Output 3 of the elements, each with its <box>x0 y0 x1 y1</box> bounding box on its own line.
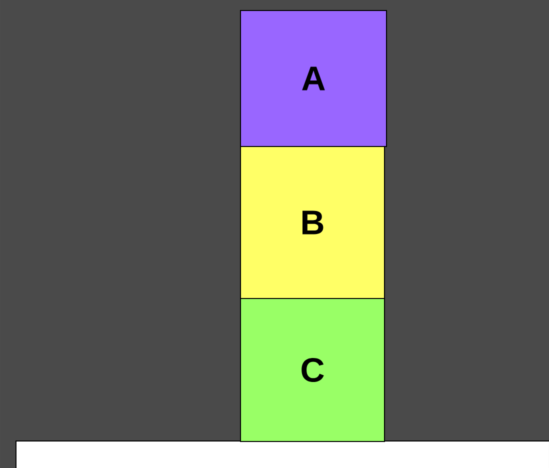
block: B <box>240 146 385 299</box>
block: C <box>240 298 385 442</box>
block: A <box>240 10 387 147</box>
